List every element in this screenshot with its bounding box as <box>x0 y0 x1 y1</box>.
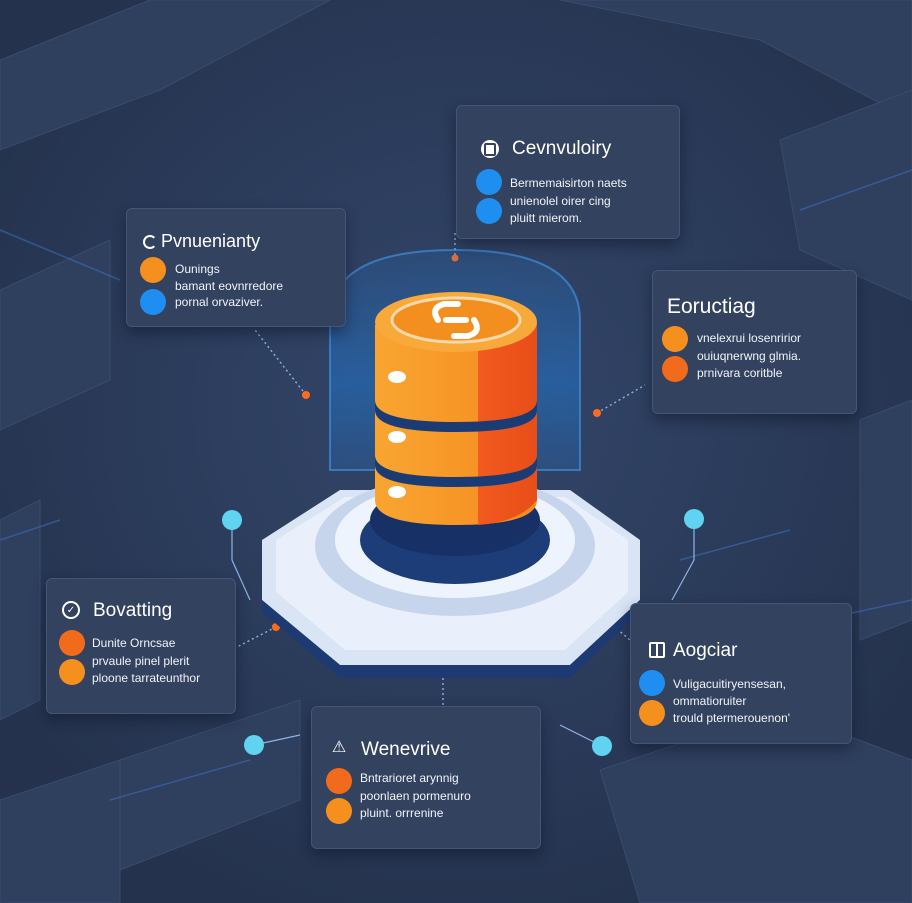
card-bottom-right-dot-1 <box>639 670 665 696</box>
link-chain-icon <box>432 301 480 339</box>
card-bottom-right: Aogciar Vuligacuitiryensesan, ommatiorui… <box>630 603 852 744</box>
card-top-dot-1 <box>476 169 502 195</box>
card-bottom-right-title: Aogciar <box>673 640 738 661</box>
card-top-line-2: unienolel oirer cing <box>510 194 611 208</box>
card-bottom-right-line-2: ommatioruiter <box>673 694 747 708</box>
card-top: Cevnvuloiry Bermemaisirton naets unienol… <box>456 105 680 239</box>
card-bottom-line-3: pluint. orrrenine <box>360 806 444 820</box>
grid-box-icon <box>649 642 665 658</box>
card-bottom-left-dot-2 <box>59 659 85 685</box>
card-top-dot-2 <box>476 198 502 224</box>
card-right-dot-2 <box>662 356 688 382</box>
card-bottom-left-line-1: Dunite Orncsae <box>92 636 176 650</box>
card-top-title: Cevnvuloiry <box>512 138 612 159</box>
card-left-dot-1 <box>140 257 166 283</box>
check-circle-icon: ✓ <box>62 601 80 619</box>
card-right-line-2: ouiuqnerwng glmia. <box>697 349 802 363</box>
database-cylinder <box>375 292 537 525</box>
warning-triangle-icon: ⚠ <box>331 739 347 756</box>
card-top-line-1: Bermemaisirton naets <box>510 176 627 190</box>
card-bottom-line-2: poonlaen pormenuro <box>360 789 471 803</box>
card-bottom-right-line-3: trould ptermerouenon' <box>673 711 791 725</box>
card-bottom-right-dot-2 <box>639 700 665 726</box>
card-right-dot-1 <box>662 326 688 352</box>
card-bottom-left-line-3: ploone tarrateunthor <box>92 671 201 685</box>
card-bottom-left-title: Bovatting <box>93 600 173 621</box>
card-top-line-3: pluitt mierom. <box>510 211 583 225</box>
circle-swirl-icon <box>141 233 159 251</box>
square-badge-icon <box>481 140 499 158</box>
card-left-line-2: bamant eovnrredore <box>175 279 284 293</box>
card-right-line-3: prnivara coritble <box>697 366 783 380</box>
card-bottom-title: Wenevrive <box>361 739 451 760</box>
card-right-line-1: vnelexrui losenririor <box>697 331 802 345</box>
card-bottom-left-line-2: prvaule pinel plerit <box>92 654 190 668</box>
card-left: Pvnuenianty Ounings bamant eovnrredore p… <box>126 208 346 327</box>
card-bottom-dot-1 <box>326 768 352 794</box>
card-left-title: Pvnuenianty <box>161 231 261 251</box>
card-bottom-right-line-1: Vuligacuitiryensesan, <box>673 677 786 691</box>
card-left-line-3: pornal orvaziver. <box>175 295 264 309</box>
card-right: Eoructiag vnelexrui losenririor ouiuqner… <box>652 270 857 414</box>
card-left-dot-2 <box>140 289 166 315</box>
card-left-line-1: Ounings <box>175 262 220 276</box>
card-bottom: ⚠ Wenevrive Bntrarioret arynnig poonlaen… <box>311 706 541 849</box>
card-bottom-dot-2 <box>326 798 352 824</box>
card-bottom-line-1: Bntrarioret arynnig <box>360 771 459 785</box>
card-bottom-left: ✓ Bovatting Dunite Orncsae prvaule pinel… <box>46 578 236 714</box>
card-bottom-left-dot-1 <box>59 630 85 656</box>
card-right-title: Eoructiag <box>667 295 756 318</box>
